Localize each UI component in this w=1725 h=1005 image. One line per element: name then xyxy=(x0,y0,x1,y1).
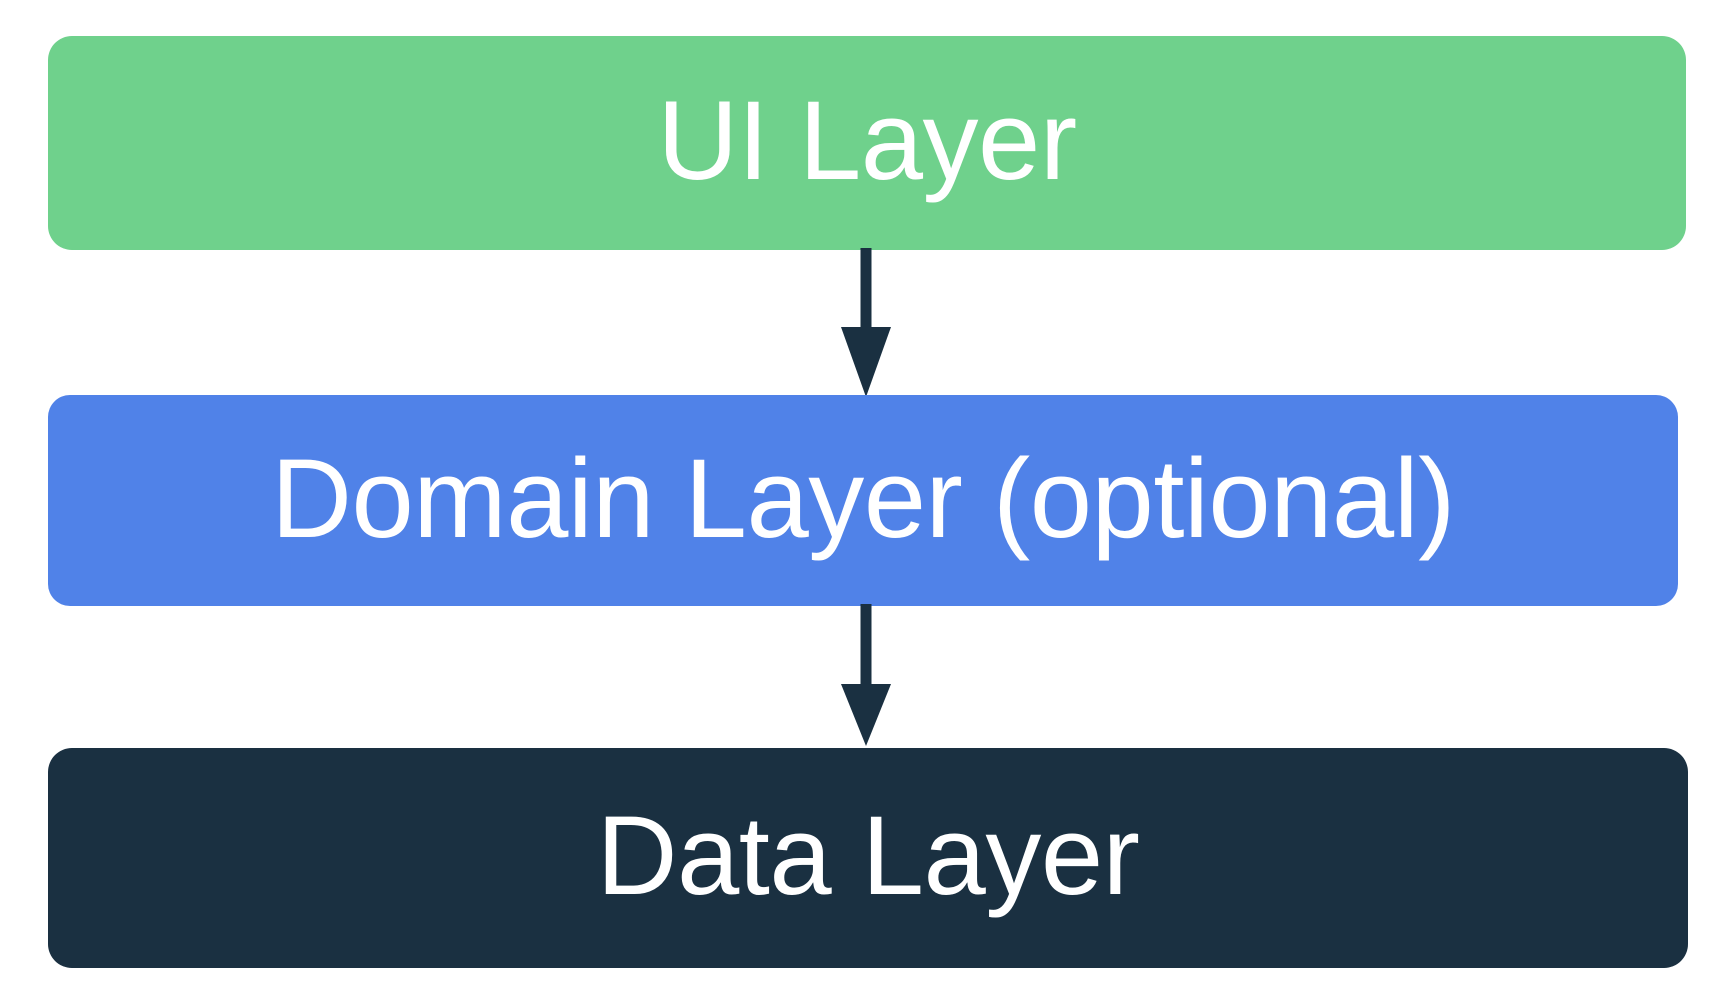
layer-box-ui[interactable]: UI Layer xyxy=(48,36,1686,250)
layer-label-data: Data Layer xyxy=(596,793,1140,918)
arrow-ui-to-domain xyxy=(836,248,896,398)
arrow-down-icon xyxy=(841,604,891,746)
layer-label-domain: Domain Layer (optional) xyxy=(271,435,1455,561)
layer-box-domain[interactable]: Domain Layer (optional) xyxy=(48,395,1678,606)
layer-label-ui: UI Layer xyxy=(657,78,1077,203)
layer-box-data[interactable]: Data Layer xyxy=(48,748,1688,968)
arrow-down-icon xyxy=(841,248,891,397)
arrow-domain-to-data xyxy=(836,604,896,747)
